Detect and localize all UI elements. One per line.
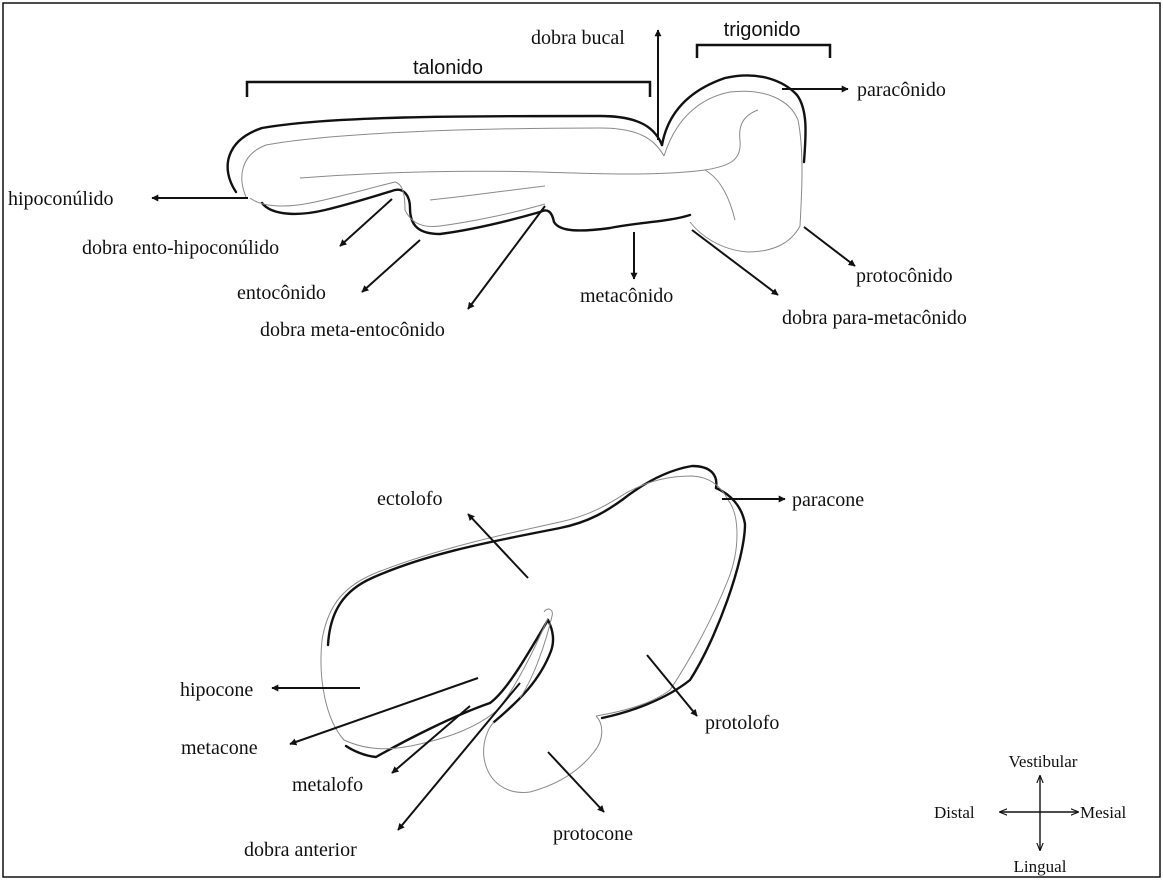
metalofo-label: metalofo bbox=[292, 774, 363, 796]
protolofo-label: protolofo bbox=[705, 712, 779, 734]
protocone-label: protocone bbox=[553, 823, 633, 845]
paraconido-label: paracônido bbox=[857, 79, 946, 101]
orientation-compass: Vestibular Distal Mesial Lingual bbox=[934, 752, 1127, 876]
lower-tooth-outline bbox=[321, 466, 745, 792]
metalofo-arrow bbox=[392, 706, 470, 773]
trigonido-label: trigonido bbox=[724, 19, 801, 41]
dobra-ento-hipoconulido-arrow bbox=[340, 199, 392, 246]
distal-label: Distal bbox=[934, 803, 975, 822]
talonido-bracket bbox=[247, 82, 650, 97]
trigonido-bracket bbox=[697, 45, 830, 58]
dobra-anterior-arrow bbox=[398, 683, 520, 830]
entoconido-arrow bbox=[362, 240, 420, 292]
lingual-label: Lingual bbox=[1014, 857, 1067, 876]
dobra-meta-entoconido-label: dobra meta-entocônido bbox=[260, 319, 445, 341]
mesial-label: Mesial bbox=[1080, 803, 1127, 822]
dobra-bucal-label: dobra bucal bbox=[531, 27, 625, 49]
dobra-anterior-label: dobra anterior bbox=[244, 839, 357, 861]
hipocone-label: hipocone bbox=[180, 679, 253, 701]
dobra-para-metaconido-label: dobra para-metacônido bbox=[782, 307, 967, 329]
protoconido-label: protocônido bbox=[856, 265, 953, 287]
vestibular-label: Vestibular bbox=[1009, 752, 1078, 771]
metacone-label: metacone bbox=[181, 737, 258, 759]
paracone-label: paracone bbox=[792, 489, 864, 511]
talonido-label: talonido bbox=[413, 57, 483, 79]
entoconido-label: entocônido bbox=[237, 282, 326, 304]
protoconido-arrow bbox=[804, 227, 855, 266]
figure-border bbox=[3, 3, 1160, 877]
ectolofo-label: ectolofo bbox=[377, 488, 443, 510]
metaconido-label: metacônido bbox=[580, 285, 673, 307]
hipoconulido-label: hipoconúlido bbox=[8, 188, 114, 210]
upper-tooth-outline bbox=[228, 75, 806, 252]
dobra-ento-hipoconulido-label: dobra ento-hipoconúlido bbox=[82, 237, 279, 259]
protolofo-arrow bbox=[647, 655, 697, 716]
dobra-para-metaconido-arrow bbox=[692, 230, 778, 295]
